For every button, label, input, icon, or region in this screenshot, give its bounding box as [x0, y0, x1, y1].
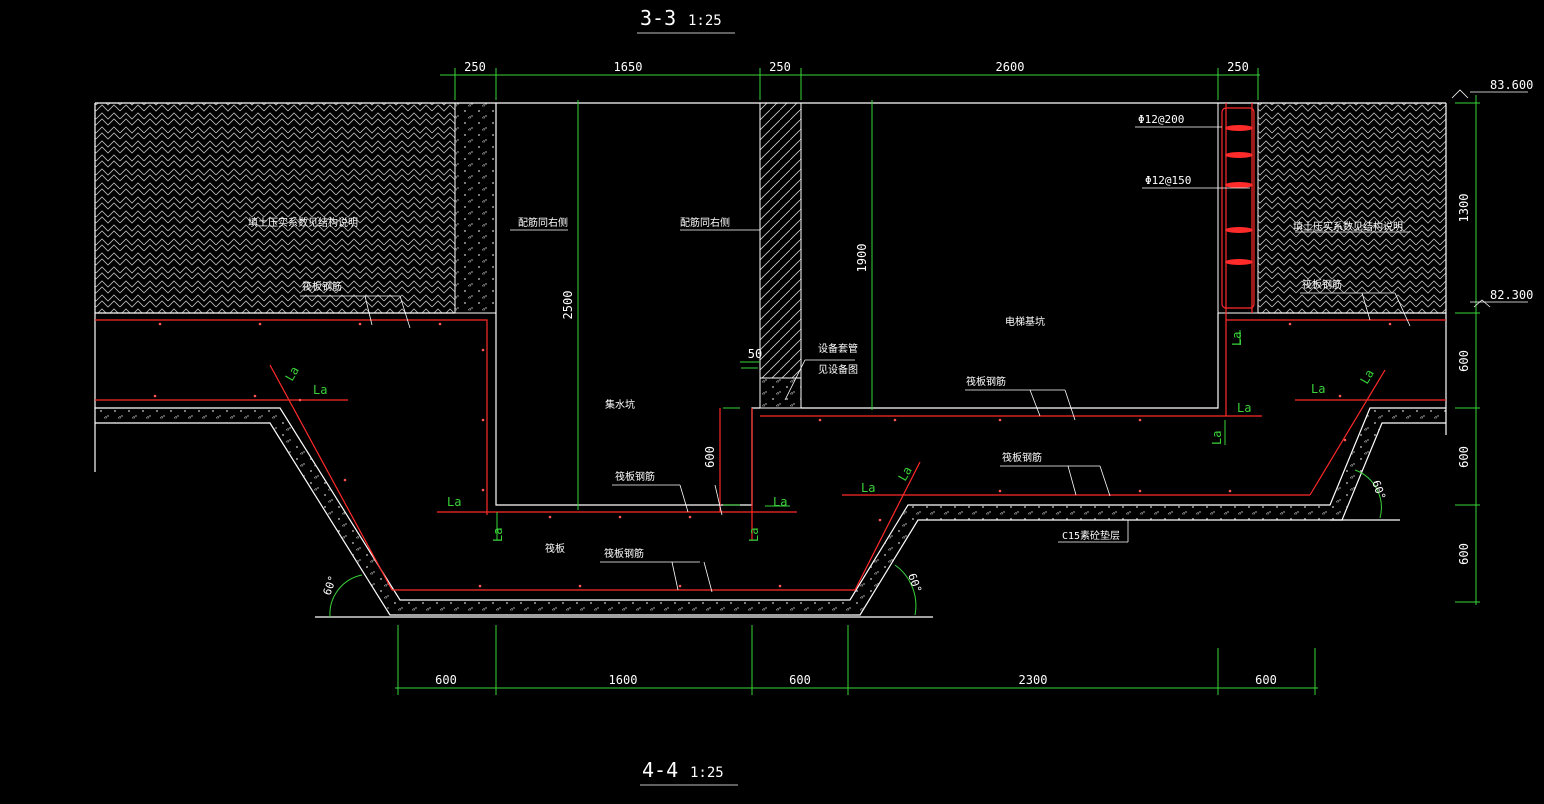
rebar-stirrups: [1225, 125, 1253, 265]
wall-middle: [759, 102, 802, 379]
angle-label-3: 60°: [1369, 479, 1388, 502]
angle-label-1: 60°: [321, 574, 340, 597]
dim-right-2: 600: [1457, 350, 1471, 372]
label-wall-left-a: 配筋同右侧: [518, 216, 568, 229]
backfill-right-hatch: [1258, 103, 1446, 313]
dim-top-2: 1650: [614, 60, 643, 74]
la-label-1: La: [313, 383, 327, 397]
title-section-3-3: 3-3: [640, 6, 676, 30]
dim-right-1: 1300: [1457, 194, 1471, 223]
la-label-10: La: [1210, 431, 1224, 445]
backfill-left-hatch: [95, 103, 455, 313]
dimension-lines: [329, 68, 1480, 695]
label-equipment-pipe: 设备套管: [818, 342, 858, 355]
elevation-mid: 82.300: [1490, 288, 1533, 302]
rebar-spec-2: Φ12@150: [1145, 174, 1191, 187]
label-equipment-ref: 见设备图: [818, 363, 858, 376]
dim-top-5: 250: [1227, 60, 1249, 74]
dim-bottom-5: 600: [1255, 673, 1277, 687]
la-label-6: La: [747, 528, 761, 542]
dim-bottom-3: 600: [789, 673, 811, 687]
dim-bottom-1: 600: [435, 673, 457, 687]
dim-pit-depth-right: 1900: [855, 244, 869, 273]
label-wall-left-b: 配筋同右侧: [680, 216, 730, 229]
label-cushion: C15素砼垫层: [1062, 529, 1120, 542]
title-section-4-4: 4-4: [642, 758, 678, 782]
rebar-dots: [153, 322, 1392, 588]
rebar-spec-1: Φ12@200: [1138, 113, 1184, 126]
la-label-9: La: [1237, 401, 1251, 415]
label-slab-rebar-bottom: 筏板钢筋: [604, 547, 644, 560]
la-label-8: La: [895, 464, 914, 484]
la-label-2: La: [282, 364, 301, 384]
label-raft: 筏板: [545, 542, 565, 555]
la-label-3: La: [447, 495, 461, 509]
la-label-7: La: [861, 481, 875, 495]
dim-step-600: 600: [703, 446, 717, 468]
dim-bottom-2: 1600: [609, 673, 638, 687]
dim-top-1: 250: [464, 60, 486, 74]
la-label-11: La: [1230, 332, 1244, 346]
dim-top-4: 2600: [996, 60, 1025, 74]
la-label-4: La: [491, 528, 505, 542]
dim-bottom-4: 2300: [1019, 673, 1048, 687]
label-slab-rebar-tl: 筏板钢筋: [302, 280, 342, 293]
label-backfill-left: 填土压实系数见结构说明: [248, 216, 358, 229]
title-scale-3-3: 1:25: [688, 13, 722, 29]
la-label-13: La: [1357, 367, 1376, 387]
dim-pit-depth-left: 2500: [561, 291, 575, 320]
dim-gap-50: 50: [748, 347, 762, 361]
rebar-lines: [95, 103, 1446, 591]
elevation-top: 83.600: [1490, 78, 1533, 92]
dim-top-3: 250: [769, 60, 791, 74]
dim-right-3: 600: [1457, 446, 1471, 468]
label-slab-rebar-tr: 筏板钢筋: [1302, 278, 1342, 291]
label-sump: 集水坑: [605, 398, 635, 411]
label-slab-rebar-mid: 筏板钢筋: [966, 375, 1006, 388]
label-slab-rebar-pit: 筏板钢筋: [615, 470, 655, 483]
la-label-12: La: [1311, 382, 1325, 396]
title-scale-4-4: 1:25: [690, 765, 724, 781]
wall-left: [454, 102, 497, 314]
cushion-layer: [95, 408, 1446, 615]
leader-lines: [300, 32, 1528, 786]
wall-middle-pipe: [759, 377, 802, 409]
label-slab-rebar-mid2: 筏板钢筋: [1002, 451, 1042, 464]
dim-right-4: 600: [1457, 543, 1471, 565]
angle-label-2: 60°: [905, 572, 924, 595]
label-elevator-pit: 电梯基坑: [1005, 315, 1045, 328]
label-backfill-right: 填土压实系数见结构说明: [1293, 220, 1403, 233]
la-label-5: La: [773, 495, 787, 509]
